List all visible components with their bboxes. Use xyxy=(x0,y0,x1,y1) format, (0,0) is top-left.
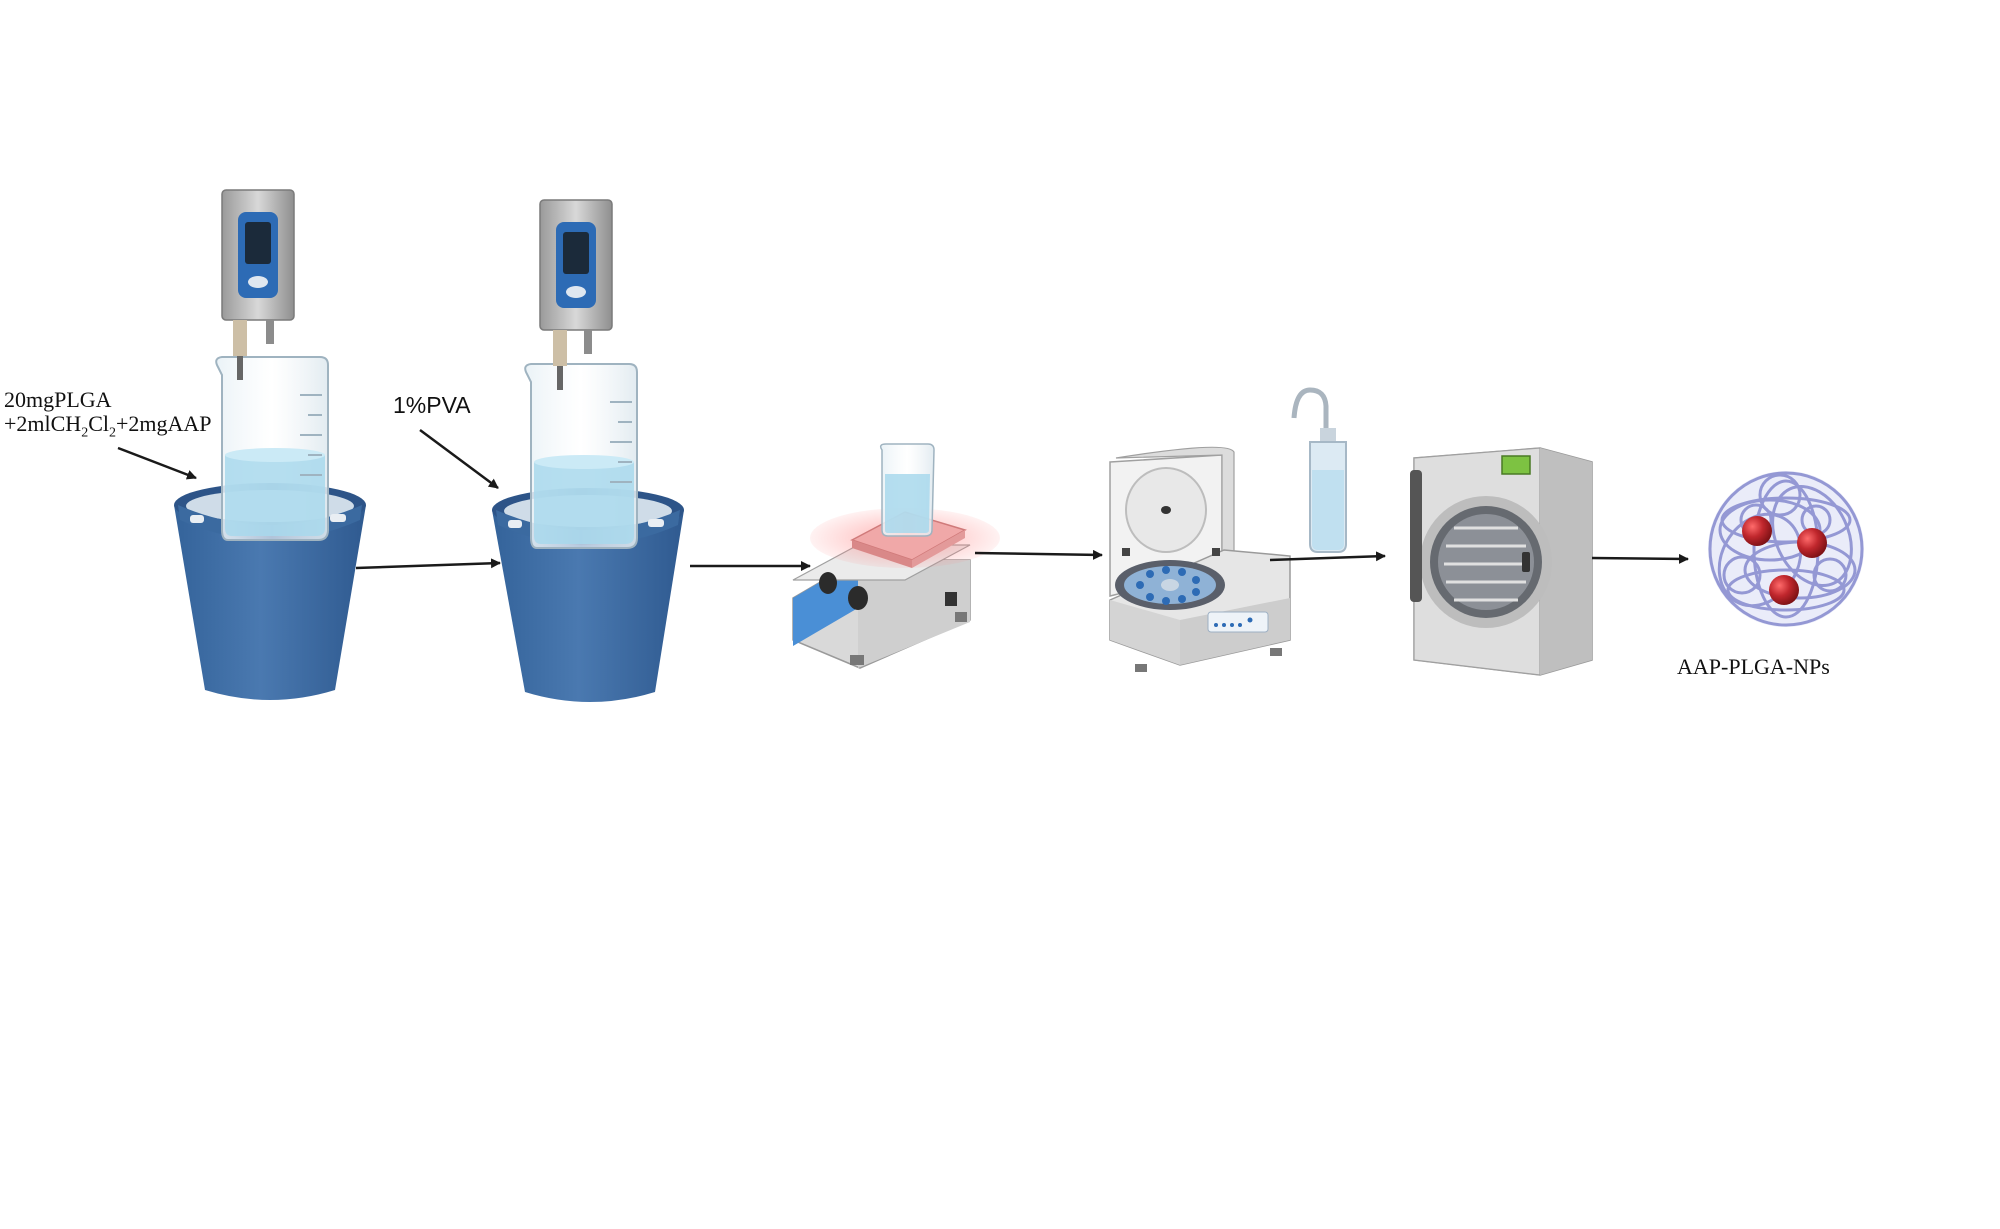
freeze-dryer-icon xyxy=(1410,447,1593,676)
arrow-icon xyxy=(117,446,197,480)
beaker-icon xyxy=(215,356,329,541)
arrow-icon xyxy=(974,549,1103,560)
homogenizer-icon xyxy=(539,199,613,390)
pva-label: 1%PVA xyxy=(393,392,471,418)
arrow-icon xyxy=(419,428,499,490)
step2-emulsification-setup xyxy=(492,199,684,702)
arrow-icon xyxy=(1269,551,1386,562)
arrow-icon xyxy=(355,558,501,570)
product-label: AAP-PLGA-NPs xyxy=(1677,654,1830,679)
arrows xyxy=(117,428,1689,571)
wash-bottle-icon xyxy=(1291,387,1347,553)
magnetic-stirrer-icon xyxy=(792,443,1000,669)
step1-homogenization-setup xyxy=(174,189,366,700)
homogenizer-icon xyxy=(221,189,295,380)
beaker-icon xyxy=(524,363,638,549)
reagents-line-2: +2mlCH2Cl2+2mgAAP xyxy=(4,411,212,441)
reagents-line-1: 20mgPLGA xyxy=(4,387,112,412)
nanoparticle-icon xyxy=(1708,471,1864,627)
reagents-label: 20mgPLGA +2mlCH2Cl2+2mgAAP xyxy=(4,388,212,445)
arrow-icon xyxy=(1591,553,1689,564)
centrifuge-icon xyxy=(1109,446,1291,672)
